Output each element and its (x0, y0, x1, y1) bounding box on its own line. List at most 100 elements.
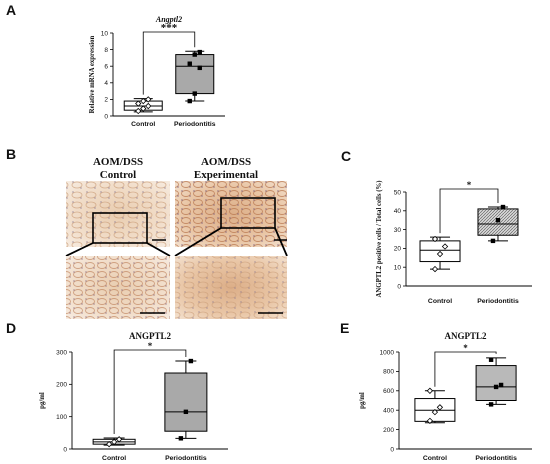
data-point (436, 250, 444, 258)
caption-line: Experimental (193, 169, 259, 181)
significance-marker: * (467, 180, 472, 190)
data-point (493, 384, 499, 390)
significance-marker: * (463, 343, 468, 353)
data-point (135, 107, 142, 115)
y-tick-label: 100 (56, 414, 67, 421)
significance-marker: *** (161, 22, 178, 34)
panel-letter-a: A (6, 2, 17, 18)
box-periodontitis (475, 357, 517, 407)
y-tick-label: 0 (104, 113, 108, 120)
data-point (140, 105, 147, 112)
data-point (500, 204, 506, 210)
y-tick-label: 200 (56, 382, 67, 389)
y-tick-label: 200 (383, 427, 394, 434)
y-tick-label: 600 (383, 388, 394, 395)
data-point (488, 402, 494, 407)
caption-line: Control (99, 169, 137, 181)
box-periodontitis (477, 204, 519, 244)
data-point (498, 382, 504, 388)
data-point (192, 91, 197, 96)
caption-line: AOM/DSS (92, 156, 144, 168)
data-point (426, 417, 434, 425)
data-point (187, 61, 192, 66)
x-tick-label: Control (423, 455, 447, 462)
data-point (490, 238, 496, 244)
box-control (414, 387, 456, 425)
data-point (197, 49, 202, 55)
y-axis-label: pg/ml (39, 392, 46, 409)
y-tick-label: 30 (394, 227, 402, 234)
data-point (495, 218, 501, 223)
box-iqr (477, 208, 519, 236)
y-tick-label: 8 (104, 47, 108, 54)
data-point (187, 98, 192, 104)
significance-bracket (142, 31, 196, 95)
x-tick-label: Periodontitis (477, 298, 519, 305)
x-tick-label: Periodontitis (165, 455, 207, 462)
box-periodontitis (175, 49, 215, 104)
significance-bracket (439, 188, 499, 234)
y-tick-label: 50 (394, 189, 402, 196)
box-control (92, 436, 136, 448)
y-tick-label: 0 (390, 446, 394, 453)
y-axis-label: ANGPTL2 positive cells / Total cells (%) (376, 180, 383, 297)
y-tick-label: 10 (101, 30, 109, 37)
data-point (431, 408, 439, 416)
y-tick-label: 0 (63, 446, 67, 453)
data-point (178, 436, 184, 441)
chart-title: Angptl2 (155, 15, 182, 24)
y-tick-label: 1000 (380, 349, 395, 356)
data-point (488, 357, 494, 362)
data-point (188, 358, 194, 364)
chart-title: ANGPTL2 (129, 331, 172, 341)
x-tick-label: Periodontitis (174, 121, 216, 128)
y-tick-label: 0 (397, 283, 401, 290)
y-tick-label: 400 (383, 408, 394, 415)
box-control (419, 235, 461, 273)
data-point (110, 438, 118, 446)
panel-letter-b: B (6, 146, 17, 162)
data-point (431, 265, 439, 273)
data-point (183, 409, 189, 415)
chart-title: ANGPTL2 (444, 331, 487, 341)
micrograph-caption-control: AOM/DSS Control (78, 156, 158, 182)
y-tick-label: 300 (56, 349, 67, 356)
panel-letter-d: D (6, 320, 17, 336)
data-point (145, 102, 152, 110)
box-iqr (164, 372, 208, 432)
data-point (192, 52, 197, 57)
panel-letter-c: C (341, 148, 352, 164)
data-point (436, 404, 444, 411)
data-point (140, 97, 147, 105)
data-point (145, 96, 152, 103)
y-tick-label: 800 (383, 369, 394, 376)
panel-letter-e: E (340, 320, 350, 336)
x-tick-label: Control (102, 455, 126, 462)
significance-marker: * (148, 341, 153, 351)
y-axis-label: Relative mRNA expression (89, 35, 96, 113)
significance-bracket (113, 349, 187, 435)
data-point (426, 387, 434, 394)
box-iqr (475, 365, 517, 401)
y-tick-label: 4 (104, 80, 108, 87)
data-point (105, 440, 113, 448)
caption-line: AOM/DSS (200, 156, 252, 168)
y-tick-label: 6 (104, 64, 108, 71)
box-periodontitis (164, 358, 208, 441)
data-point (197, 65, 202, 71)
y-tick-label: 10 (394, 265, 402, 272)
data-point (135, 100, 142, 107)
box-control (123, 96, 163, 115)
significance-bracket (434, 351, 497, 387)
data-point (115, 436, 123, 443)
box-iqr (175, 54, 215, 95)
x-tick-label: Control (428, 298, 452, 305)
data-point (441, 243, 449, 250)
x-tick-label: Control (131, 121, 155, 128)
y-tick-label: 20 (394, 246, 402, 253)
